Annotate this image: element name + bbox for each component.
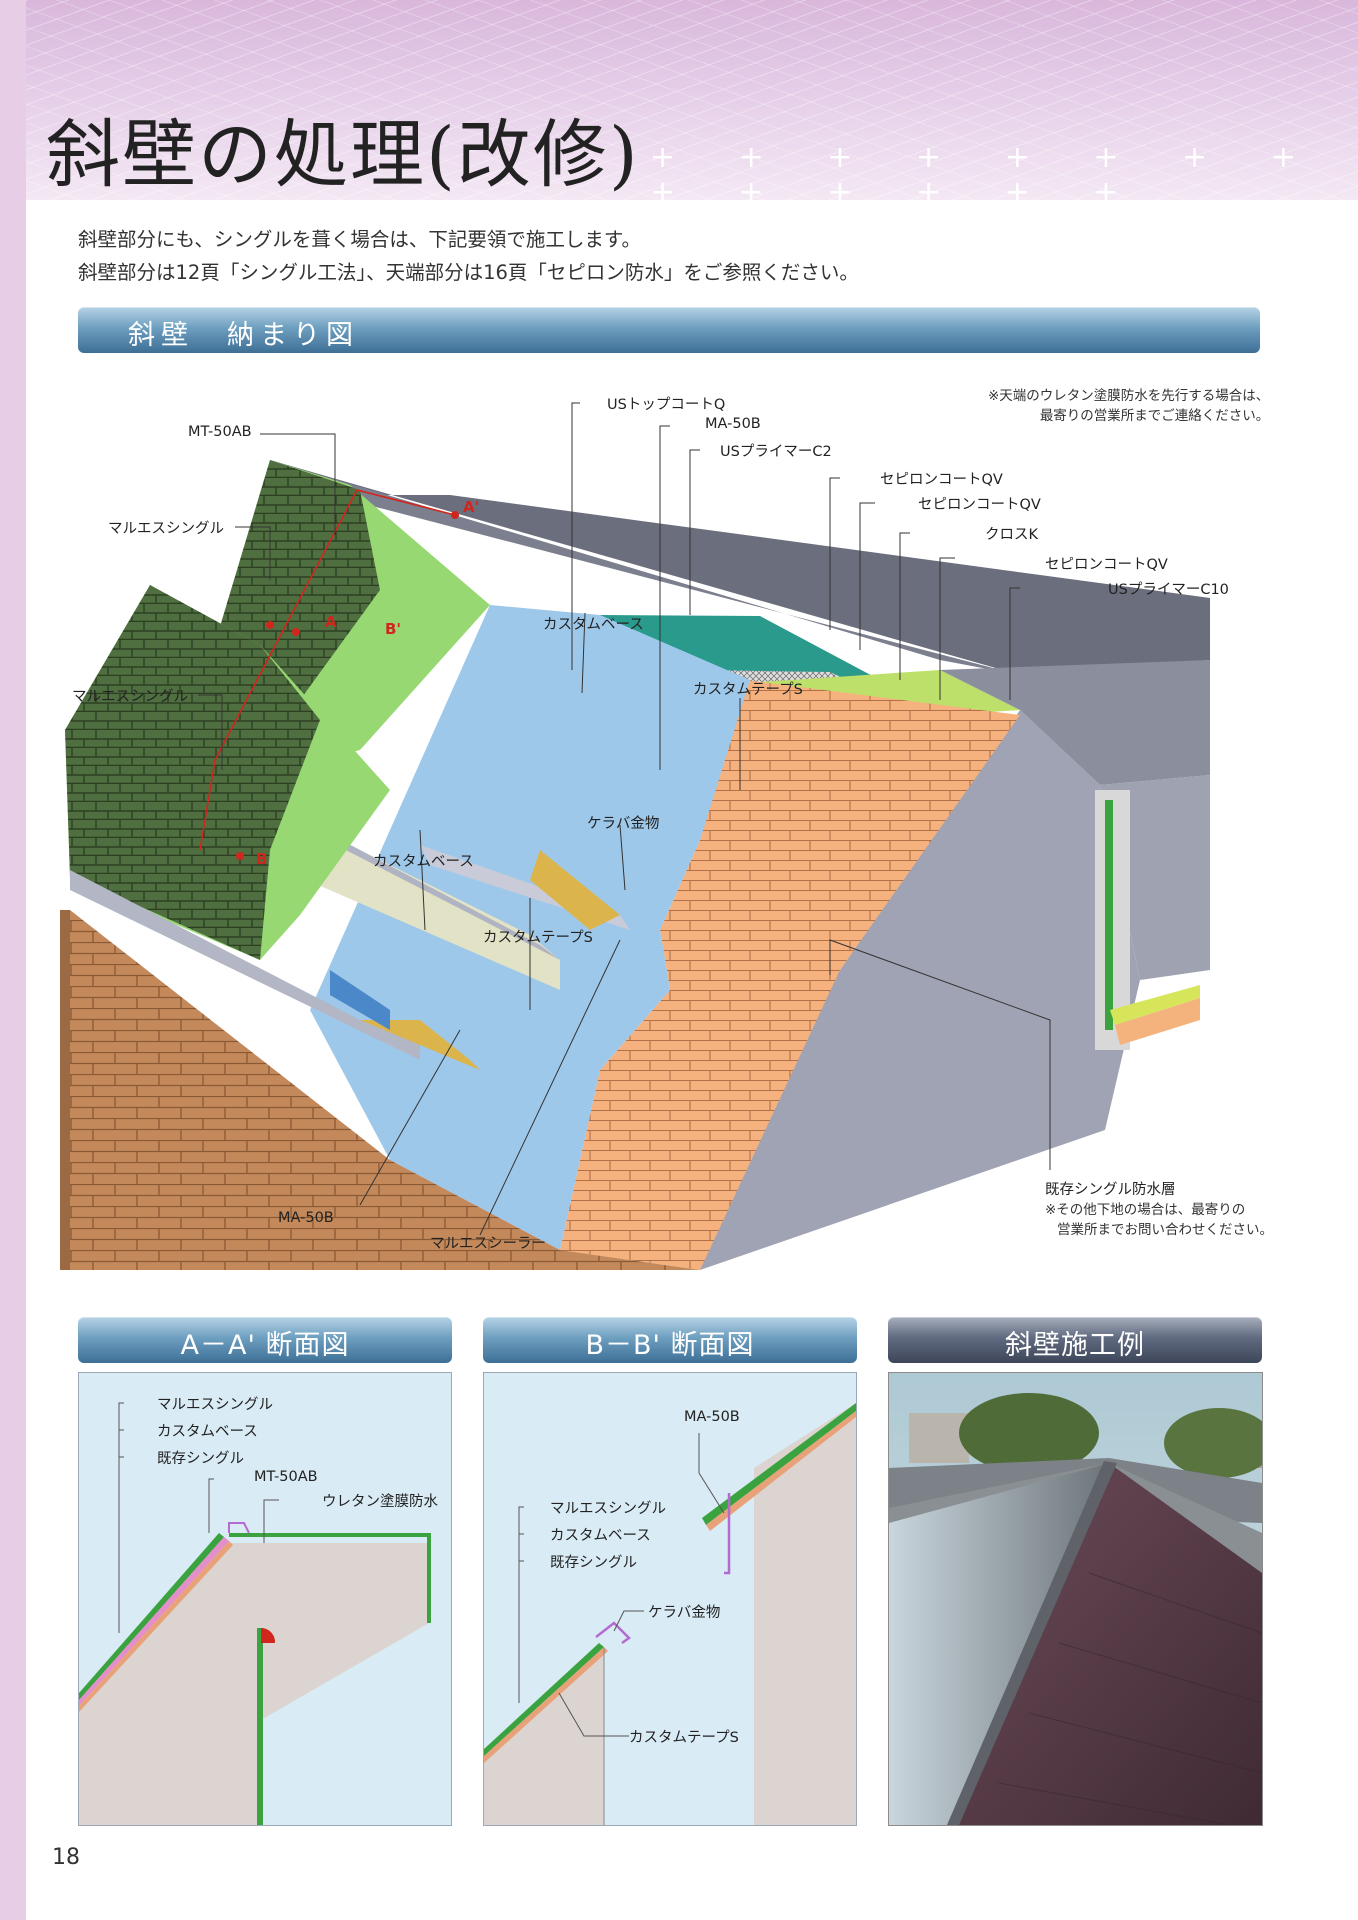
bb-label-base: カスタムベース — [550, 1528, 651, 1544]
callout-sepiron-qv-2: セピロンコートQV — [918, 497, 1041, 513]
bb-section-title: B－B' 断面図 — [585, 1330, 755, 1361]
callout-cross-k: クロスK — [985, 527, 1039, 543]
aa-label-shingle: マルエスシングル — [157, 1397, 273, 1413]
aa-cross-section: マルエスシングル カスタムベース 既存シングル MT-50AB ウレタン塗膜防水 — [78, 1372, 452, 1826]
callout-sepiron-qv-3: セピロンコートQV — [1045, 557, 1168, 573]
callout-kerabba: ケラバ金物 — [587, 816, 660, 832]
header-plus-decoration: + + + + + + + + + + + + + + — [650, 140, 1323, 210]
bb-section-bar: B－B' 断面図 — [483, 1317, 857, 1363]
page-number: 18 — [52, 1845, 80, 1870]
header-wave-pattern — [26, 0, 1358, 200]
marker-a: A — [325, 613, 337, 631]
callout-marues-shingle-2: マルエスシングル — [72, 689, 188, 705]
main-section-title: 斜壁 納まり図 — [128, 320, 359, 351]
page-title: 斜壁の処理(改修) — [46, 112, 640, 198]
callout-custom-base-1: カスタムベース — [543, 617, 644, 633]
note-top: ※天端のウレタン塗膜防水を先行する場合は、 最寄りの営業所までご連絡ください。 — [988, 386, 1269, 426]
aa-label-urethane: ウレタン塗膜防水 — [322, 1494, 438, 1510]
bb-label-tape: カスタムテープS — [629, 1730, 739, 1746]
construction-photo-image — [889, 1373, 1262, 1825]
marker-b-prime: B' — [385, 620, 402, 638]
callout-ma-50b-bottom: MA-50B — [278, 1210, 334, 1226]
page-header — [26, 0, 1358, 200]
callout-mt-50ab: MT-50AB — [188, 424, 252, 440]
callout-sepiron-qv-1: セピロンコートQV — [880, 472, 1003, 488]
callout-existing-layer: 既存シングル防水層 — [1045, 1182, 1176, 1198]
bb-label-existing: 既存シングル — [550, 1555, 637, 1571]
bb-label-ma: MA-50B — [684, 1409, 740, 1425]
intro-line-1: 斜壁部分にも、シングルを葺く場合は、下記要領で施工します。 — [78, 228, 641, 251]
aa-section-title: A－A' 断面図 — [180, 1330, 350, 1361]
callout-custom-tape-1: カスタムテープS — [693, 682, 803, 698]
marker-a-prime: A' — [463, 498, 480, 516]
aa-label-mt: MT-50AB — [254, 1469, 318, 1485]
bb-label-shingle: マルエスシングル — [550, 1501, 666, 1517]
callout-custom-base-2: カスタムベース — [373, 854, 474, 870]
intro-line-2: 斜壁部分は12頁「シングル工法」、天端部分は16頁「セピロン防水」をご参照くださ… — [78, 261, 859, 284]
bb-drawing — [484, 1403, 856, 1825]
callout-us-primer-c2: USプライマーC2 — [720, 444, 832, 460]
aa-label-base: カスタムベース — [157, 1424, 258, 1440]
aa-label-existing: 既存シングル — [157, 1451, 244, 1467]
slope-wall-diagram: ※天端のウレタン塗膜防水を先行する場合は、 最寄りの営業所までご連絡ください。 … — [60, 370, 1300, 1270]
slope-wall-illustration — [60, 402, 1210, 1270]
callout-marues-shingle-1: マルエスシングル — [108, 521, 224, 537]
marker-b: B — [256, 850, 268, 868]
note-top-line-2: 最寄りの営業所までご連絡ください。 — [1039, 408, 1270, 424]
callout-marues-sealer: マルエスシーラー — [430, 1236, 546, 1252]
callout-ma-50b-top: MA-50B — [705, 416, 761, 432]
left-accent-bar — [0, 0, 26, 1920]
bb-cross-section: MA-50B マルエスシングル カスタムベース 既存シングル ケラバ金物 カスタ… — [483, 1372, 857, 1826]
note-bottom-line-1: ※その他下地の場合は、最寄りの — [1045, 1202, 1246, 1218]
construction-photo — [888, 1372, 1263, 1826]
callout-custom-tape-2: カスタムテープS — [483, 930, 593, 946]
callout-us-topcoat-q: USトップコートQ — [607, 397, 726, 413]
photo-section-bar: 斜壁施工例 — [888, 1317, 1262, 1363]
note-top-line-1: ※天端のウレタン塗膜防水を先行する場合は、 — [988, 388, 1270, 404]
main-section-bar: 斜壁 納まり図 — [78, 307, 1260, 353]
note-bottom: ※その他下地の場合は、最寄りの 営業所までお問い合わせください。 — [1045, 1200, 1273, 1240]
intro-text: 斜壁部分にも、シングルを葺く場合は、下記要領で施工します。 斜壁部分は12頁「シ… — [78, 223, 859, 289]
bb-label-kerabba: ケラバ金物 — [648, 1605, 721, 1621]
aa-drawing — [79, 1402, 431, 1825]
aa-section-bar: A－A' 断面図 — [78, 1317, 452, 1363]
note-bottom-line-2: 営業所までお問い合わせください。 — [1057, 1222, 1273, 1238]
callout-us-primer-c10: USプライマーC10 — [1108, 582, 1229, 598]
photo-section-title: 斜壁施工例 — [1005, 1330, 1145, 1361]
